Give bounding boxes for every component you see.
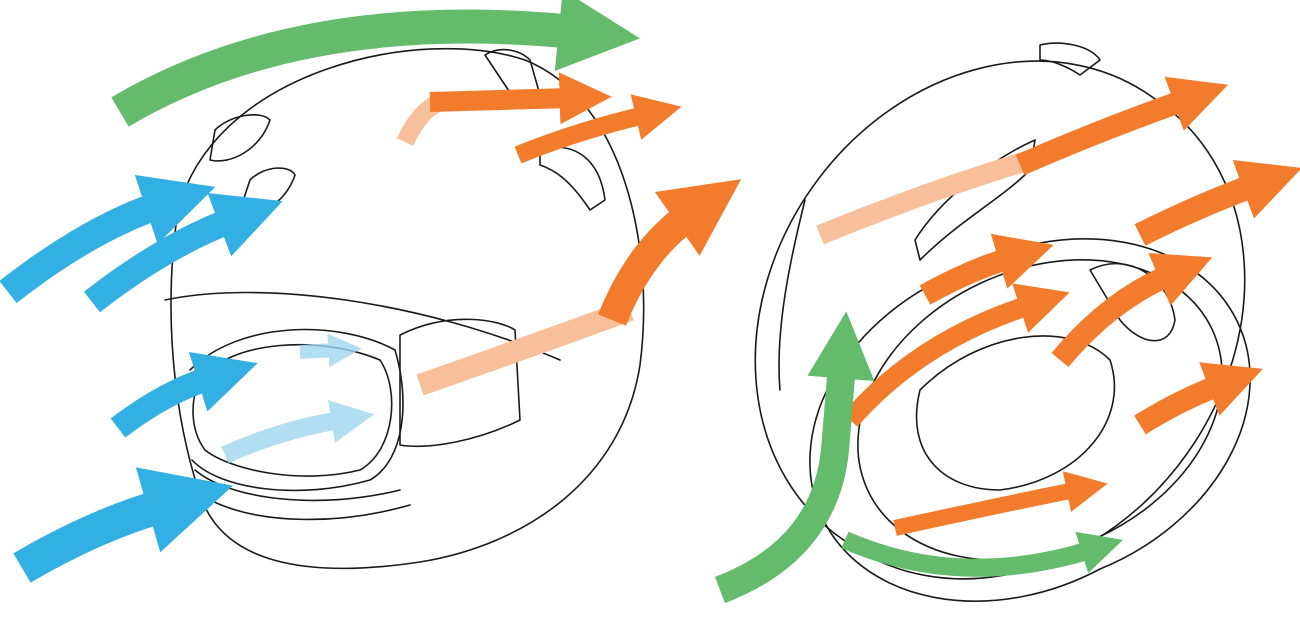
ear-pocket	[1089, 262, 1176, 342]
internal-flow-arrow	[816, 150, 1033, 245]
visor-flow-arrow	[299, 333, 362, 368]
front-airflow-arrows	[0, 0, 742, 583]
side-channel	[914, 139, 1036, 261]
internal-flow-arrow	[416, 299, 634, 396]
liner-padding	[915, 335, 1116, 491]
exhaust-arrow-icon	[1134, 362, 1263, 435]
exhaust-arrow-icon	[893, 471, 1108, 536]
brow-vent	[239, 167, 296, 214]
intake-arrow-icon	[0, 174, 216, 304]
rear-spoiler	[539, 146, 606, 211]
rear-vent	[1039, 42, 1101, 76]
visor-frame	[189, 328, 404, 492]
exhaust-arrow-icon	[1051, 253, 1213, 368]
shell-ridge	[164, 291, 561, 361]
exhaust-arrow-icon	[514, 94, 682, 164]
intake-arrow-icon	[84, 193, 283, 313]
intake-arrow-icon	[13, 467, 233, 583]
exhaust-arrow-icon	[1015, 76, 1229, 176]
outer-flow-arrow	[714, 311, 875, 604]
rear-airflow-arrows	[714, 76, 1300, 604]
chin-bar	[194, 469, 411, 521]
visor-flow-arrow	[221, 400, 375, 464]
shell-edge	[778, 199, 806, 391]
visor-outline	[192, 343, 393, 477]
intake-arrow-icon	[110, 351, 258, 438]
exhaust-arrow-icon	[598, 179, 742, 326]
exhaust-arrow-icon	[1134, 159, 1300, 246]
forehead-vent	[209, 114, 271, 162]
exhaust-arrow-icon	[919, 233, 1054, 305]
outer-flow-arrow	[111, 0, 640, 127]
outer-flow-arrow	[841, 531, 1124, 577]
side-panel	[399, 318, 521, 448]
exhaust-arrow-icon	[842, 283, 1070, 427]
exhaust-arrow-icon	[429, 72, 612, 125]
